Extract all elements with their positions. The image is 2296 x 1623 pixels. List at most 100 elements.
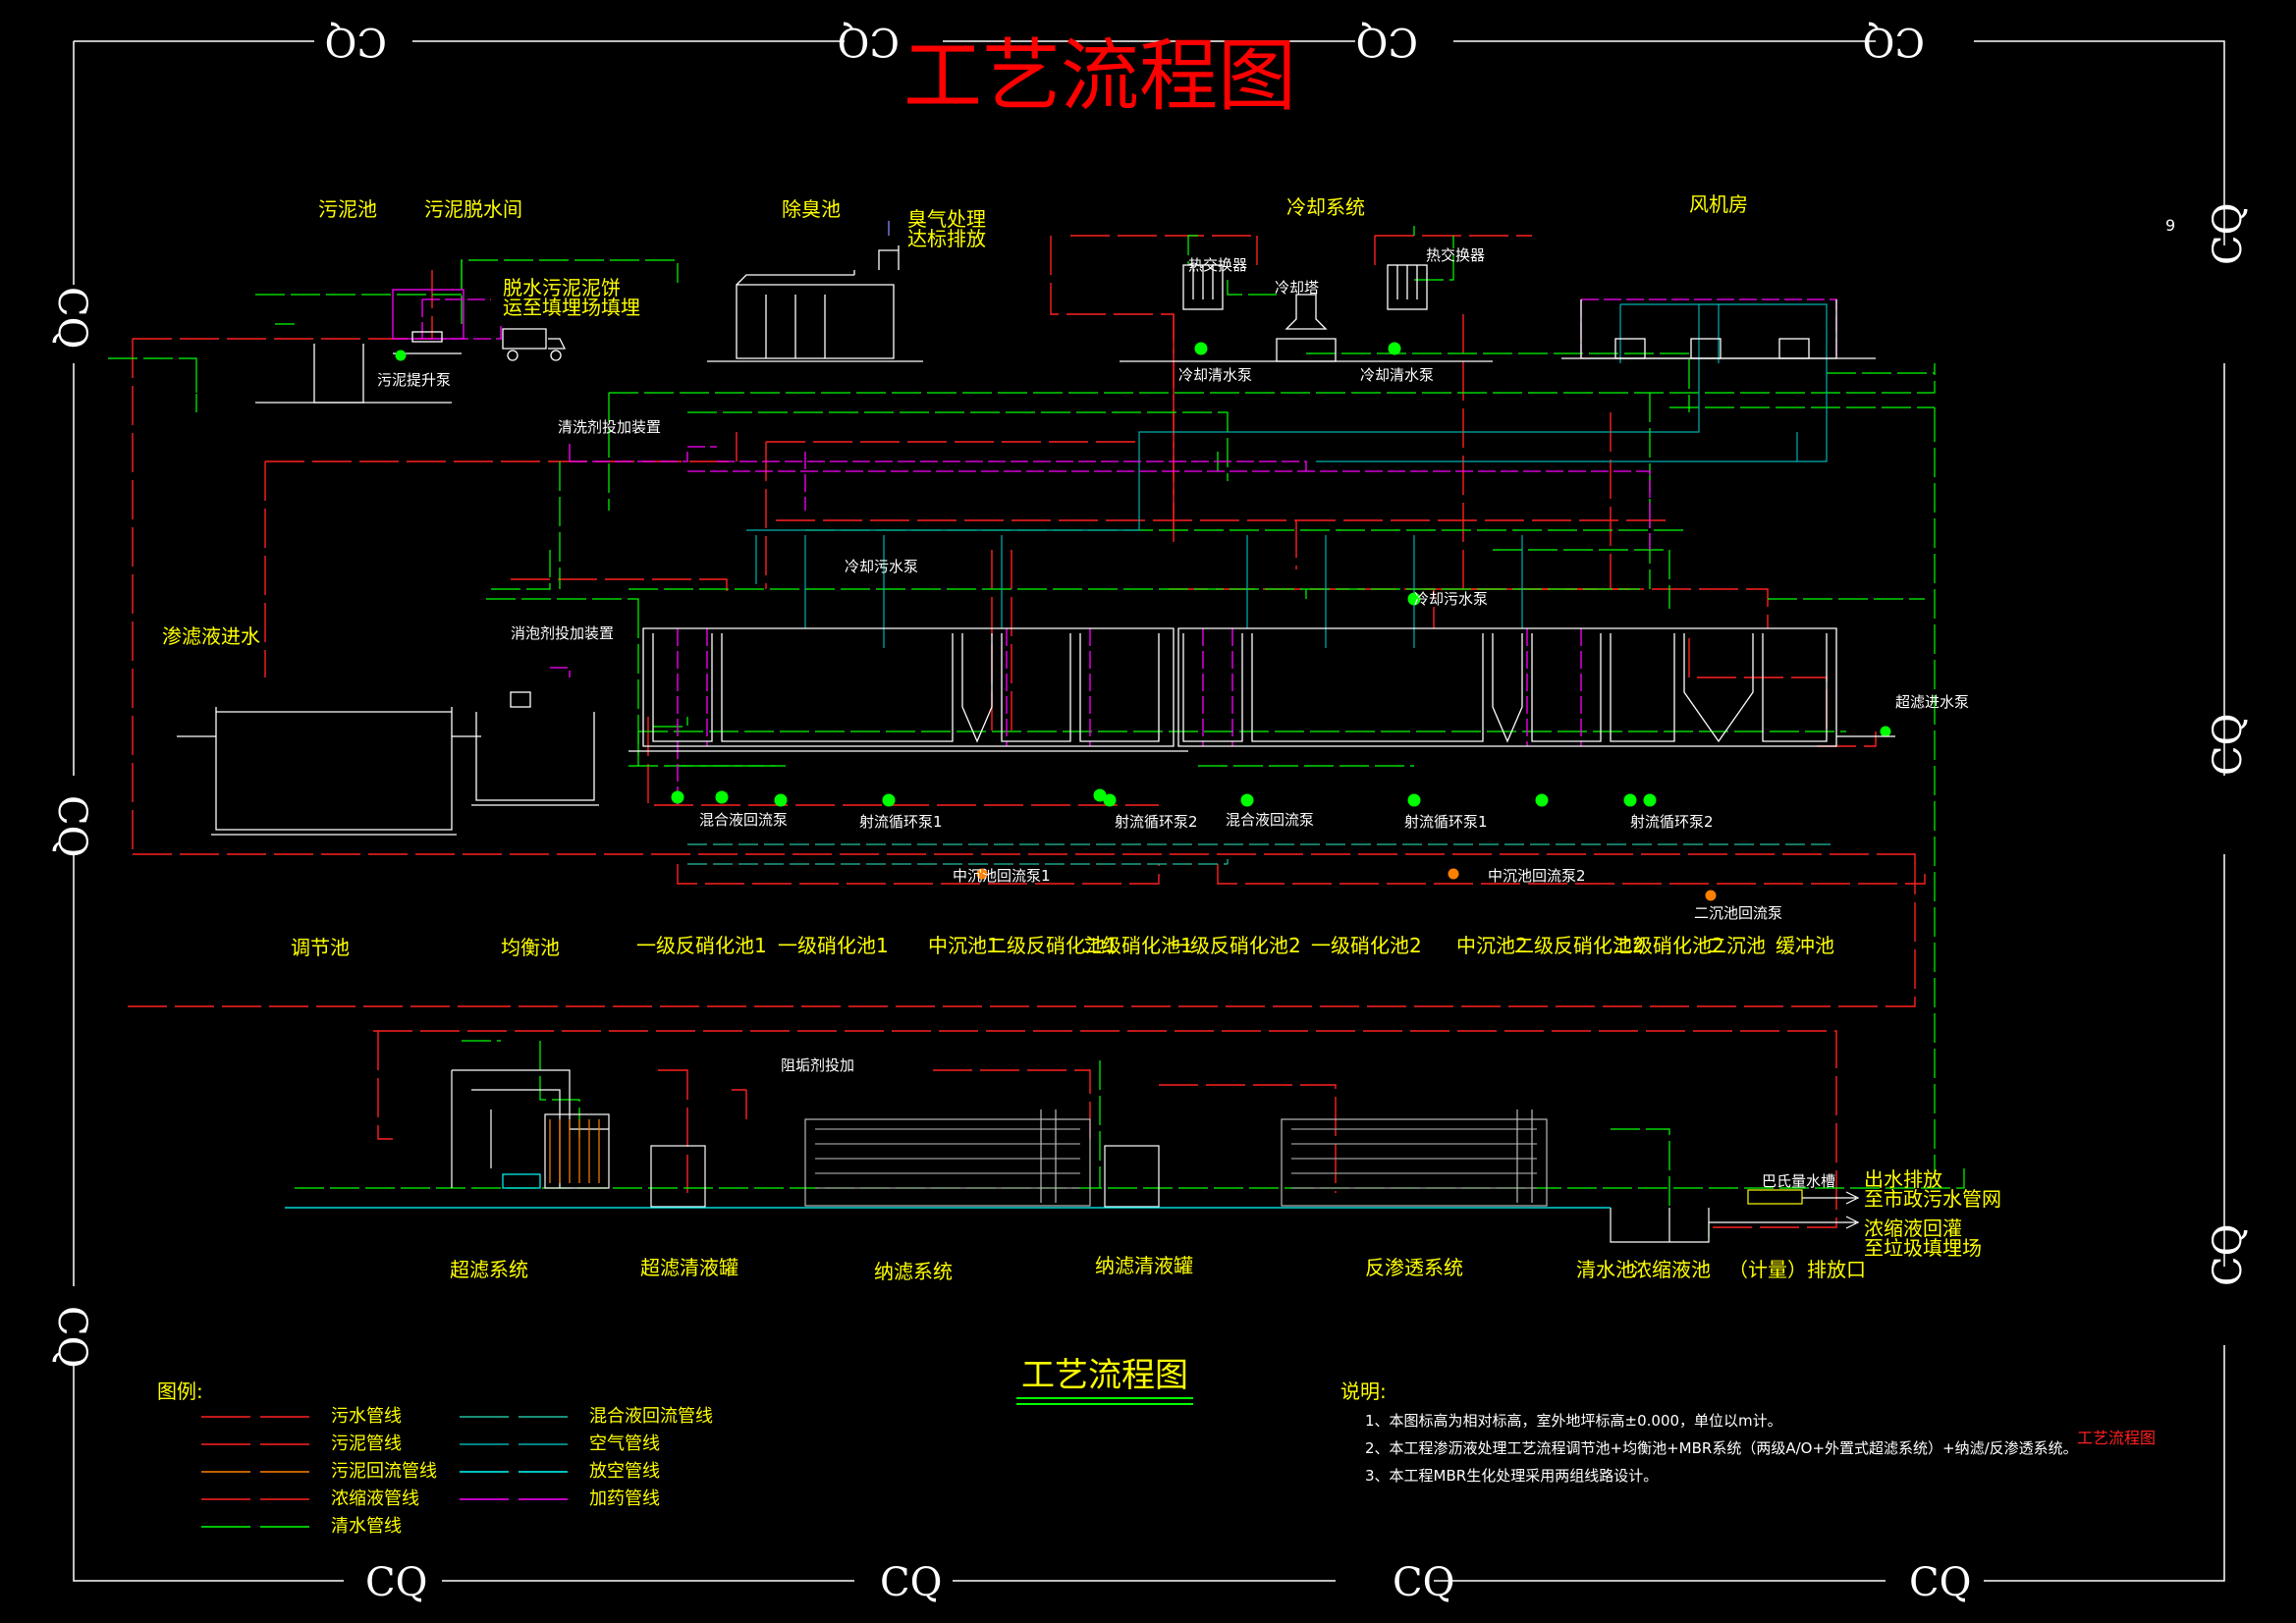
label-mix-return-pump-2: 混合液回流泵: [1226, 811, 1314, 829]
label-tank-1st-nitrification-1: 一级硝化池1: [778, 934, 889, 957]
label-deodor-pool: 除臭池: [782, 197, 841, 221]
page-number: 9: [2165, 216, 2175, 235]
pump-icon: [1880, 726, 1891, 737]
drawing-frame: [73, 40, 2225, 1582]
mix-liquor-pipes: [687, 843, 1836, 865]
frame-mark-bottom-4: CQ: [1909, 1560, 1971, 1605]
legend-label: 污泥回流管线: [331, 1461, 437, 1482]
pump-icon: [1240, 793, 1254, 807]
label-jet-pump-2: 射流循环泵2: [1115, 813, 1198, 831]
tank-structures: [177, 627, 1895, 836]
label-outlet-municipal: 至市政污水管网: [1864, 1187, 2001, 1211]
frame-mark-right-3: CQ: [2206, 1224, 2251, 1286]
pump-icon: [1448, 868, 1459, 880]
label-heat-exchanger-2: 热交换器: [1426, 246, 1485, 264]
label-cooling-sewage-pump-2: 冷却污水泵: [1414, 590, 1488, 608]
pump-icon: [1194, 342, 1208, 355]
frame-mark-bottom-2: CQ: [880, 1560, 942, 1605]
label-mid-return-pump-2: 中沉池回流泵2: [1488, 867, 1586, 885]
label-tank-equalization: 均衡池: [501, 936, 560, 959]
label-sludge-cake: 脱水污泥泥饼: [503, 276, 621, 299]
label-defoamer-dosing: 消泡剂投加装置: [511, 624, 614, 642]
label-tank-2nd-denitrification-2: 二级反硝化池2: [1514, 934, 1645, 957]
label-tank-2nd-nitrification-2: 二级硝化池2: [1613, 934, 1724, 957]
label-tank-1st-denitrification-2: 一级反硝化池2: [1171, 934, 1301, 957]
label-mid-return-pump-1: 中沉池回流泵1: [953, 867, 1051, 885]
frame-mark-top-4: CQ: [1863, 19, 1925, 64]
label-cooling-tower: 冷却塔: [1275, 279, 1319, 297]
legend-label: 污水管线: [331, 1406, 402, 1427]
frame-mark-left-1: CQ: [49, 287, 94, 349]
dosing-pipes: [421, 298, 1837, 805]
label-discharge-outlet: （计量）排放口: [1728, 1258, 1866, 1281]
label-tank-1st-denitrification-1: 一级反硝化池1: [636, 934, 767, 957]
label-blower-room: 风机房: [1689, 192, 1748, 216]
pump-icons: [395, 342, 1891, 901]
frame-mark-top-1: CQ: [325, 19, 387, 64]
label-antiscalant: 阻垢剂投加: [781, 1056, 854, 1074]
bottom-equipment: [285, 1069, 1860, 1243]
legend-label: 加药管线: [589, 1488, 660, 1509]
label-sludge-lift-pump: 污泥提升泵: [377, 371, 451, 389]
label-tank-1st-nitrification-2: 一级硝化池2: [1311, 934, 1422, 957]
bottom-notes: 阻垢剂投加 巴氏量水槽 出水排放 至市政污水管网 浓缩液回灌 至垃圾填埋场: [781, 1056, 2001, 1260]
label-leachate-inlet: 渗滤液进水: [162, 624, 260, 648]
frame-mark-right-1: CQ: [2206, 203, 2251, 265]
label-tank-buffer: 缓冲池: [1776, 934, 1834, 957]
pump-icon: [1407, 592, 1421, 606]
label-outlet-discharge: 出水排放: [1864, 1167, 1942, 1191]
top-equipment: [255, 221, 1876, 404]
label-flow-meter: 巴氏量水槽: [1762, 1172, 1835, 1190]
pump-icon: [1407, 793, 1421, 807]
note-line-1: 1、本图标高为相对标高，室外地坪标高±0.000，单位以m计。: [1365, 1412, 1782, 1430]
label-jet-pump-1: 射流循环泵1: [859, 813, 943, 831]
legend-label: 污泥管线: [331, 1434, 402, 1454]
label-clean-water-pool: 清水池: [1576, 1258, 1635, 1281]
label-tank-mid-settling-2: 中沉池2: [1456, 934, 1528, 957]
frame-mark-top-3: CQ: [1356, 19, 1418, 64]
label-jet-pump-4: 射流循环泵2: [1630, 813, 1714, 831]
notes: 说明: 1、本图标高为相对标高，室外地坪标高±0.000，单位以m计。 2、本工…: [1340, 1380, 2156, 1485]
label-cooling-system: 冷却系统: [1286, 195, 1365, 219]
label-tank-2nd-denitrification-1: 二级反硝化池1: [987, 934, 1118, 957]
pump-icon: [774, 793, 788, 807]
label-mix-return-pump-1: 混合液回流泵: [699, 811, 788, 829]
frame-mark-right-2: CQ: [2206, 714, 2251, 776]
frame-mark-bottom-3: CQ: [1393, 1560, 1454, 1605]
label-heat-exchanger-1: 热交换器: [1188, 256, 1247, 274]
notes-title: 说明:: [1340, 1380, 1387, 1403]
pump-labels: 混合液回流泵 射流循环泵1 射流循环泵2 混合液回流泵 射流循环泵1 射流循环泵…: [699, 811, 1714, 885]
frame-mark-bottom-1: CQ: [365, 1560, 427, 1605]
pump-icon: [1623, 793, 1637, 807]
title-underline: [1016, 1397, 1193, 1405]
label-concentrate-reinjection: 浓缩液回灌: [1864, 1217, 1962, 1240]
note-line-2: 2、本工程渗沥液处理工艺流程调节池+均衡池+MBR系统（两级A/O+外置式超滤系…: [1365, 1439, 2078, 1457]
tank-labels: 调节池 均衡池 一级反硝化池1 一级硝化池1 中沉池1 二级反硝化池1 二级硝化…: [291, 934, 1834, 959]
frame-marks: CQ CQ CQ CQ CQ CQ CQ CQ CQ CQ CQ CQ CQ C…: [49, 19, 2251, 1605]
corner-title-tag: 工艺流程图: [2077, 1429, 2156, 1447]
label-cooling-sewage-pump: 冷却污水泵: [845, 558, 918, 575]
top-labels: 污泥池 污泥脱水间 除臭池 冷却系统 风机房 臭气处理 达标排放 脱水污泥泥饼 …: [162, 192, 1969, 922]
label-sludge-pool: 污泥池: [318, 197, 377, 221]
label-nf-system: 纳滤系统: [874, 1260, 953, 1283]
frame-mark-top-2: CQ: [838, 19, 900, 64]
air-pipes: [746, 303, 1828, 648]
label-concentrate-landfill: 至垃圾填埋场: [1864, 1236, 1982, 1260]
legend-label: 清水管线: [331, 1516, 402, 1537]
label-cleaning-dosing: 清洗剂投加装置: [558, 418, 661, 436]
label-uf-feed-pump: 超滤进水泵: [1895, 693, 1969, 711]
legend-label: 放空管线: [589, 1461, 660, 1482]
pump-icon: [1643, 793, 1657, 807]
pump-icon: [715, 790, 729, 804]
label-landfill: 运至填埋场填埋: [503, 296, 640, 319]
pump-icon: [1705, 890, 1717, 901]
pump-icon: [1103, 793, 1117, 807]
legend: 图例: 污水管线污泥管线污泥回流管线浓缩液管线清水管线混合液回流管线空气管线放空…: [157, 1380, 713, 1537]
pump-icon: [1535, 793, 1549, 807]
drawing-title: 工艺流程图: [1021, 1356, 1188, 1395]
pump-icon: [1388, 342, 1401, 355]
label-cooling-water-pump: 冷却清水泵: [1178, 366, 1252, 384]
label-tank-secondary-settling: 二沉池: [1707, 934, 1766, 957]
legend-title: 图例:: [157, 1380, 203, 1403]
label-sludge-dewatering: 污泥脱水间: [424, 197, 522, 221]
